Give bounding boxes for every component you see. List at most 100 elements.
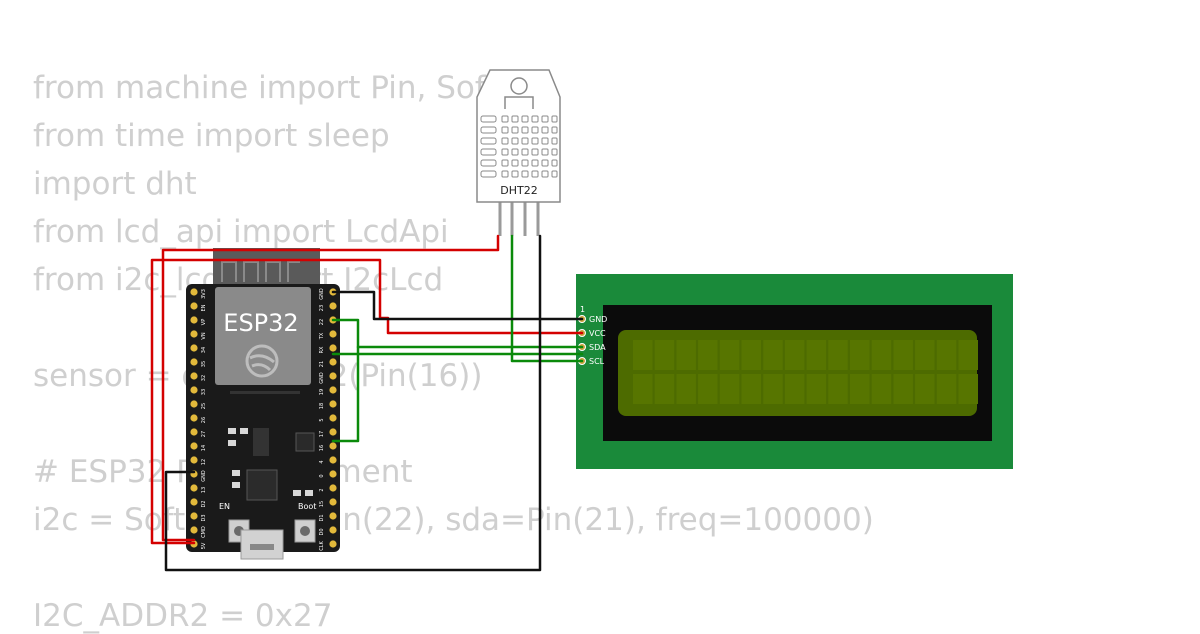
esp32-pin-left[interactable] bbox=[190, 498, 198, 506]
esp32-pin-label: 26 bbox=[201, 417, 207, 423]
esp32-pin-right[interactable] bbox=[329, 512, 337, 520]
esp32-pin-right[interactable] bbox=[329, 498, 337, 506]
lcd-cell bbox=[915, 340, 935, 370]
esp32-pin-right[interactable] bbox=[329, 386, 337, 394]
lcd-cell bbox=[806, 374, 827, 404]
dht22-grille bbox=[480, 115, 558, 178]
dht22-grille-slot bbox=[480, 170, 497, 178]
esp32-pin-right[interactable] bbox=[329, 414, 337, 422]
lcd-cell bbox=[915, 374, 935, 404]
lcd-pin1-label: 1 bbox=[580, 305, 585, 314]
code-line-12: I2C_ADDR2 = 0x27 bbox=[33, 598, 333, 634]
dht22-label: DHT22 bbox=[500, 184, 537, 197]
esp32-pin-left[interactable] bbox=[190, 428, 198, 436]
esp32-pin-label: 15 bbox=[319, 501, 325, 507]
dht22-grille-hole bbox=[521, 115, 529, 123]
lcd-cell bbox=[741, 340, 761, 370]
dht22-grille-hole bbox=[511, 126, 519, 134]
esp32-pin-right[interactable] bbox=[329, 470, 337, 478]
esp32-pin-right[interactable] bbox=[329, 456, 337, 464]
esp32-pin-left[interactable] bbox=[190, 414, 198, 422]
wire-dht-data-to-lcd-scl[interactable] bbox=[510, 234, 584, 363]
espressif-logo-icon bbox=[245, 344, 279, 378]
dht22-grille-hole bbox=[541, 137, 549, 145]
esp32-pin-label: 17 bbox=[319, 431, 325, 437]
esp32-pin-left[interactable] bbox=[190, 456, 198, 464]
esp32-pin-left[interactable] bbox=[190, 442, 198, 450]
esp32-pin-right[interactable] bbox=[329, 330, 337, 338]
esp32-pin-label: 14 bbox=[201, 445, 207, 451]
lcd-cell bbox=[784, 340, 805, 370]
esp32-pin-right[interactable] bbox=[329, 540, 337, 548]
wire-lcd-vcc-to-5v[interactable] bbox=[150, 258, 584, 545]
wire-dht-vcc-to-3v3[interactable] bbox=[161, 234, 500, 542]
dht22-grille-hole bbox=[501, 148, 509, 156]
dht22-grille-hole bbox=[521, 126, 529, 134]
esp32-usb-chip bbox=[246, 469, 278, 501]
esp32-smd-2 bbox=[228, 440, 236, 446]
code-line-2: from time import sleep bbox=[33, 118, 390, 154]
lcd-cell bbox=[784, 374, 805, 404]
esp32-pin-right[interactable] bbox=[329, 372, 337, 380]
lcd-cell bbox=[763, 374, 783, 404]
esp32-pin-label: 34 bbox=[201, 347, 207, 353]
dht22-grille-hole bbox=[511, 170, 519, 178]
esp32-pin-left[interactable] bbox=[190, 302, 198, 310]
lcd-cell bbox=[719, 340, 740, 370]
esp32-pin-right[interactable] bbox=[329, 302, 337, 310]
esp32-pin-right[interactable] bbox=[329, 428, 337, 436]
esp32-pin-right[interactable] bbox=[329, 344, 337, 352]
lcd-cell bbox=[893, 374, 913, 404]
esp32-pin-label: D0 bbox=[319, 528, 325, 535]
esp32-pin-label: 22 bbox=[319, 319, 325, 325]
wire-lcd-gnd-to-gnd[interactable] bbox=[331, 290, 584, 321]
esp32-pin-right[interactable] bbox=[329, 526, 337, 534]
esp32-smd-7 bbox=[305, 490, 313, 496]
dht22-grille-hole bbox=[531, 115, 539, 123]
esp32-pin-label: D2 bbox=[201, 500, 207, 507]
wire-gpio22-link[interactable] bbox=[331, 318, 360, 349]
code-line-10: i2c = SoftI2C(scl=Pin(22), sda=Pin(21), … bbox=[33, 502, 874, 538]
esp32-pin-left[interactable] bbox=[190, 526, 198, 534]
esp32-pin-label: GND bbox=[201, 470, 207, 482]
lcd-cell bbox=[893, 340, 913, 370]
esp32-pin-label: CMD bbox=[201, 526, 207, 538]
dht22-grille-hole bbox=[531, 170, 539, 178]
wire-lcd-sda-to-gpio[interactable] bbox=[331, 345, 584, 443]
dht22-body bbox=[476, 69, 561, 203]
wire-dht-gnd-to-gnd[interactable] bbox=[164, 234, 542, 572]
micro-usb-port-opening bbox=[250, 544, 274, 550]
esp32-pin-left[interactable] bbox=[190, 330, 198, 338]
esp32-pin-left[interactable] bbox=[190, 344, 198, 352]
lcd-character-cells bbox=[633, 340, 978, 404]
lcd-module[interactable]: 1 GND VCC SDA SCL bbox=[576, 274, 1013, 469]
esp32-pin-left[interactable] bbox=[190, 484, 198, 492]
lcd-cell bbox=[806, 340, 827, 370]
esp32-board[interactable]: 3V3ENVPVN343532332526271412GND13D2D3CMD5… bbox=[186, 248, 340, 560]
esp32-pin-left[interactable] bbox=[190, 400, 198, 408]
dht22-grille-edge bbox=[551, 159, 558, 167]
esp32-pin-right[interactable] bbox=[329, 484, 337, 492]
esp32-pin-left[interactable] bbox=[190, 512, 198, 520]
esp32-pin-label: 3V3 bbox=[201, 289, 207, 299]
esp32-pin-left[interactable] bbox=[190, 386, 198, 394]
en-button-label: EN bbox=[219, 502, 230, 511]
esp32-pin-right[interactable] bbox=[329, 358, 337, 366]
esp32-pin-left[interactable] bbox=[190, 358, 198, 366]
dht22-sensor[interactable]: DHT22 bbox=[476, 69, 561, 236]
esp32-pin-right[interactable] bbox=[329, 400, 337, 408]
esp32-pin-left[interactable] bbox=[190, 288, 198, 296]
esp32-pin-right[interactable] bbox=[329, 442, 337, 450]
lcd-cell bbox=[871, 374, 892, 404]
esp32-pin-left[interactable] bbox=[190, 372, 198, 380]
lcd-cell bbox=[676, 340, 696, 370]
dht22-grille-hole bbox=[531, 159, 539, 167]
esp32-pin-left[interactable] bbox=[190, 316, 198, 324]
dht22-grille-hole bbox=[501, 115, 509, 123]
dht22-notch bbox=[504, 96, 534, 109]
esp32-smd-4 bbox=[232, 470, 240, 476]
esp32-antenna-trace bbox=[221, 261, 300, 282]
esp32-pin-label: 23 bbox=[319, 305, 325, 311]
wires bbox=[150, 234, 584, 572]
micro-usb-port[interactable] bbox=[240, 529, 284, 560]
